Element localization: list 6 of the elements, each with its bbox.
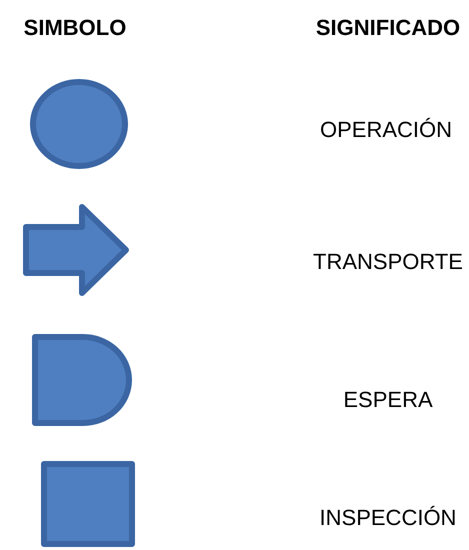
meaning-text: OPERACIÓN [320, 117, 452, 143]
column-header: SIMBOLO [24, 15, 126, 41]
column-header: SIGNIFICADO [316, 15, 460, 41]
meaning-text: ESPERA [343, 387, 433, 413]
meaning-text: TRANSPORTE [313, 249, 463, 275]
meaning-text: INSPECCIÓN [320, 505, 456, 531]
